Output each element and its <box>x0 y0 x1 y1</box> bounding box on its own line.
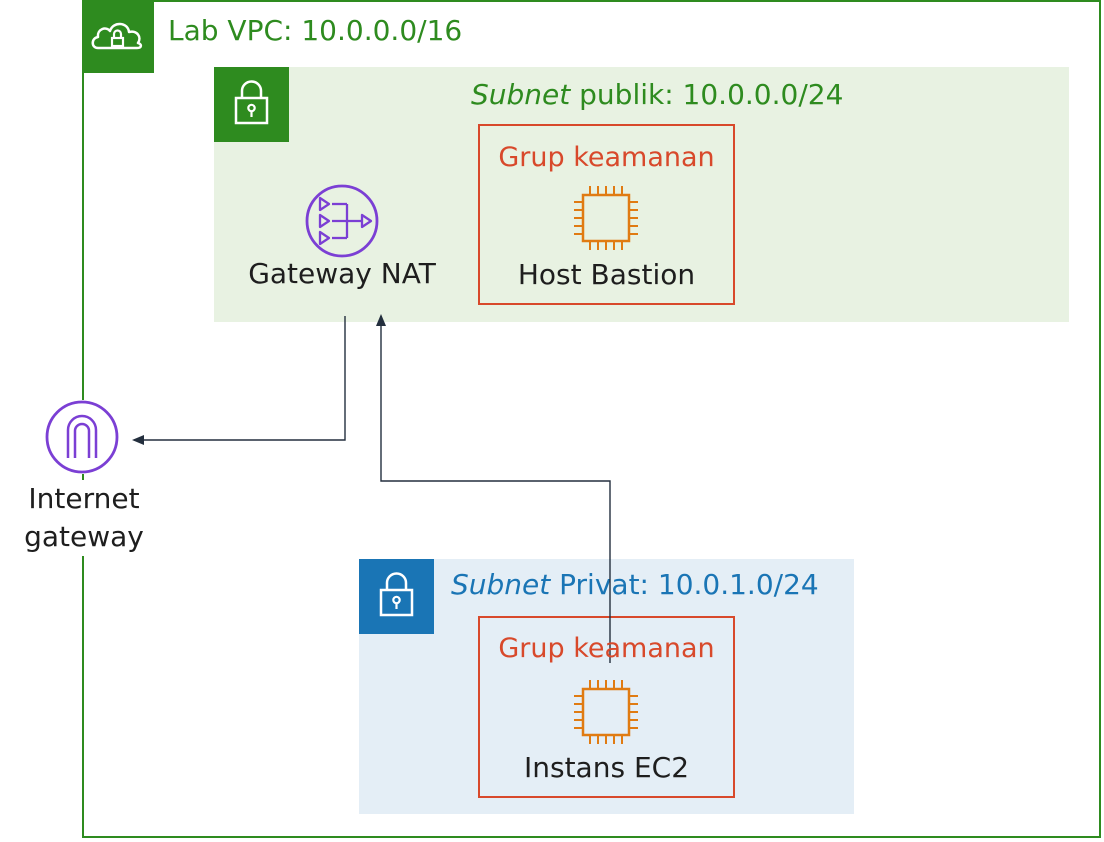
nat-gateway-icon <box>305 184 379 258</box>
ec2-chip-icon <box>574 680 638 744</box>
public-subnet <box>214 67 1069 322</box>
nat-gateway-label: Gateway NAT <box>248 257 436 290</box>
public-subnet-badge <box>214 67 289 142</box>
lock-icon <box>234 80 269 125</box>
security-group-public <box>478 124 735 305</box>
internet-gateway <box>44 400 122 474</box>
lock-icon <box>379 572 414 617</box>
ec2-instance-label: Instans EC2 <box>523 751 690 784</box>
cloud-lock-icon <box>91 22 143 50</box>
private-subnet-label-rest: Privat: 10.0.1.0/24 <box>550 568 819 601</box>
internet-gateway-label-line2: gateway <box>24 520 144 553</box>
private-subnet-badge <box>359 559 434 634</box>
security-group-private-label: Grup keamanan <box>498 633 715 664</box>
bastion-chip-icon <box>574 186 638 250</box>
public-subnet-label: Subnet publik: 10.0.0.0/24 <box>471 78 843 111</box>
security-group-public-label: Grup keamanan <box>498 142 715 173</box>
vpc-badge <box>82 0 154 73</box>
private-subnet-label: Subnet Privat: 10.0.1.0/24 <box>451 568 819 601</box>
public-subnet-label-rest: publik: 10.0.0.0/24 <box>570 78 844 111</box>
ec2-to-nat-connector <box>376 314 611 663</box>
internet-gateway-label-line1: Internet <box>28 482 140 515</box>
nat-to-igw-connector <box>132 316 346 445</box>
public-subnet-label-italic: Subnet <box>471 78 571 111</box>
security-group-private <box>478 616 735 798</box>
internet-gateway-icon <box>45 400 119 474</box>
bastion-host-label: Host Bastion <box>517 258 696 291</box>
internet-gateway-label: Internet gateway <box>14 480 154 556</box>
private-subnet-label-italic: Subnet <box>451 568 551 601</box>
vpc-label: Lab VPC: 10.0.0.0/16 <box>168 14 463 47</box>
